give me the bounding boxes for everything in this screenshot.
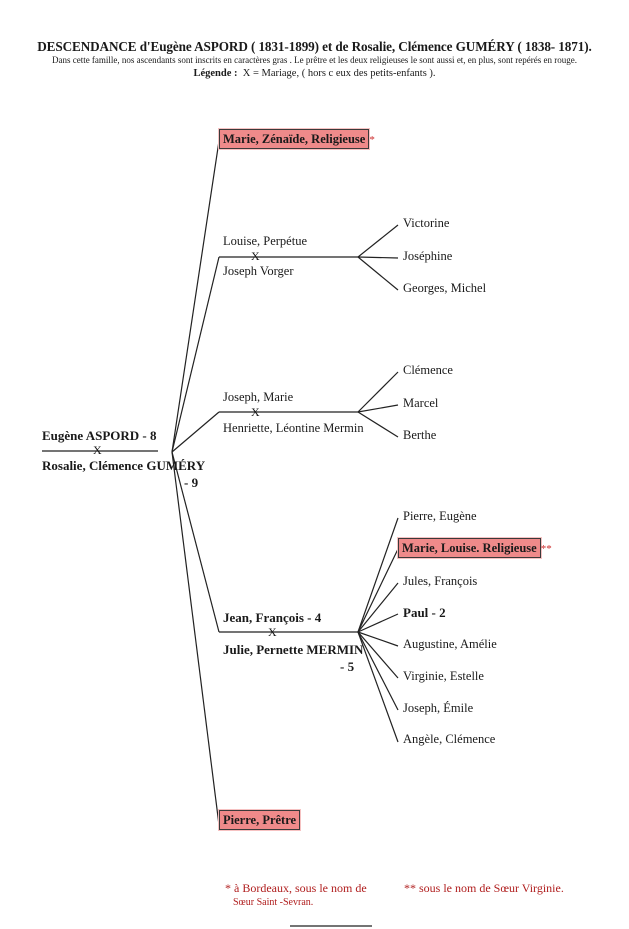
footnote-mark: ** — [540, 543, 552, 555]
branch-joseph-emile — [357, 631, 399, 711]
branch-virginie — [357, 631, 399, 679]
grandchild: Clémence — [403, 363, 453, 377]
grandchild-paul: Paul - 2 — [403, 605, 446, 620]
grandchild: Joséphine — [403, 249, 453, 263]
footnote-mark: * — [369, 134, 375, 146]
child-jean: Jean, François - 4 — [223, 610, 322, 625]
branch-augustine — [357, 631, 399, 647]
spouse-number-jean: - 5 — [340, 659, 355, 674]
marriage-mark-joseph: X — [251, 405, 260, 419]
branch-marie-louise — [357, 548, 399, 633]
grandchild: Georges, Michel — [403, 281, 487, 295]
branch-joseph — [171, 411, 220, 453]
grandchild: Marcel — [403, 396, 439, 410]
branch-angele — [357, 631, 399, 743]
child-pierre: Pierre, Prêtre — [219, 810, 301, 830]
branch-clemence — [357, 371, 399, 413]
child-louise: Louise, Perpétue — [223, 234, 308, 248]
grandchild-marie-louise: Marie, Louise. Religieuse** — [398, 538, 552, 558]
husband-name: Eugène ASPORD - 8 — [42, 428, 157, 443]
spouse-joseph: Henriette, Léontine Mermin — [223, 421, 364, 435]
legend-text: X = Mariage, ( hors c eux des petits-enf… — [242, 68, 436, 79]
branch-pierre-eugene — [357, 517, 399, 633]
branch-josephine — [357, 256, 399, 259]
grandchild: Pierre, Eugène — [403, 509, 477, 523]
legend: Légende : X = Mariage, ( hors c eux des … — [0, 68, 629, 80]
spouse-jean: Julie, Pernette MERMIN — [223, 642, 364, 657]
spouse-louise: Joseph Vorger — [223, 264, 294, 278]
branch-berthe — [357, 411, 399, 438]
branch-paul — [357, 613, 399, 633]
page-title: DESCENDANCE d'Eugène ASPORD ( 1831-1899)… — [37, 39, 592, 54]
marriage-mark-louise: X — [251, 249, 260, 263]
grandchild: Jules, François — [403, 574, 478, 588]
grandchild: Augustine, Amélie — [403, 637, 497, 651]
branch-marie-zenaide — [171, 140, 220, 453]
grandchild: Angèle, Clémence — [403, 732, 496, 746]
highlight-box: Marie, Zénaïde, Religieuse — [219, 129, 370, 149]
marriage-mark-jean: X — [268, 625, 277, 639]
grandchild: Berthe — [403, 428, 437, 442]
footnote-one-cont: Sœur Saint -Sevran. — [233, 897, 314, 908]
legend-label: Légende : — [193, 68, 238, 79]
grandchild: Joseph, Émile — [403, 701, 474, 715]
highlight-box: Marie, Louise. Religieuse — [398, 538, 541, 558]
footnote-one: * à Bordeaux, sous le nom de — [225, 881, 367, 895]
branch-jean — [171, 451, 220, 633]
grandchild: Virginie, Estelle — [403, 669, 484, 683]
wife-name: Rosalie, Clémence GUMÉRY — [42, 458, 206, 473]
wife-number: - 9 — [184, 475, 199, 490]
branch-georges — [357, 256, 399, 291]
child-marie-zenaide: Marie, Zénaïde, Religieuse* — [219, 129, 375, 149]
branch-marcel — [357, 404, 399, 413]
root-marriage-mark: X — [93, 443, 102, 457]
footnote-two: ** sous le nom de Sœur Virginie. — [404, 881, 564, 895]
branch-jules — [357, 582, 399, 633]
branch-pierre — [171, 451, 220, 826]
branch-victorine — [357, 224, 399, 258]
highlight-box: Pierre, Prêtre — [219, 810, 301, 830]
grandchild: Victorine — [403, 216, 450, 230]
branch-louise — [171, 256, 220, 453]
intro-text: Dans cette famille, nos ascendants sont … — [51, 55, 578, 65]
child-joseph: Joseph, Marie — [223, 390, 294, 404]
